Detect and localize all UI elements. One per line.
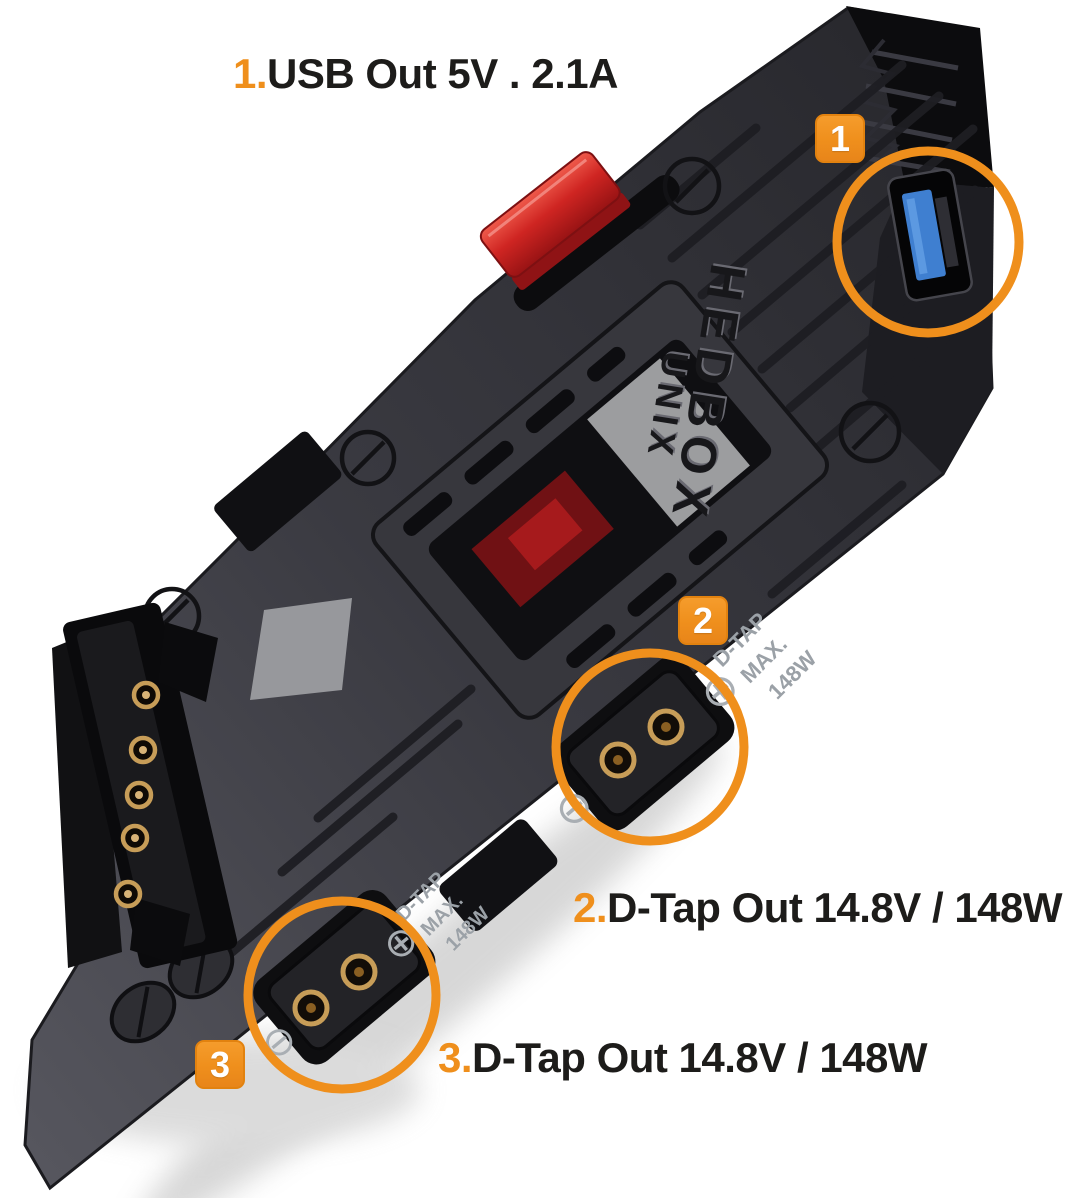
callout-text-usb: 1.USB Out 5V . 2.1A — [233, 50, 618, 97]
highlight-ring-usb — [832, 146, 1024, 338]
plate-window — [250, 598, 352, 700]
callout-number: 2. — [573, 884, 608, 931]
callout-number: 3. — [438, 1034, 473, 1081]
battery-plate-device: HEDBOX HEDBOX UNIX UNIX — [23, 6, 994, 1191]
callout-number: 1. — [233, 50, 268, 97]
callout-label: D-Tap Out 14.8V / 148W — [607, 884, 1063, 931]
callout-badge-1: 1 — [815, 114, 865, 163]
callout-badge-3: 3 — [195, 1040, 245, 1089]
callout-text-dtap-3: 3.D-Tap Out 14.8V / 148W — [438, 1034, 928, 1081]
highlight-rings — [243, 146, 1024, 1094]
highlight-ring-dtap-3 — [243, 896, 441, 1094]
edge-tab — [214, 431, 342, 552]
screw-icons — [142, 156, 902, 646]
release-lever — [479, 151, 680, 311]
highlight-ring-dtap-2 — [551, 648, 749, 846]
v-mount-wedge — [370, 280, 830, 720]
callout-label: USB Out 5V . 2.1A — [267, 50, 618, 97]
callout-label: D-Tap Out 14.8V / 148W — [472, 1034, 928, 1081]
usb-port — [887, 168, 973, 302]
battery-connector — [52, 602, 238, 969]
callout-badge-2: 2 — [678, 596, 728, 645]
edge-block — [439, 819, 558, 931]
callout-text-dtap-2: 2.D-Tap Out 14.8V / 148W — [573, 884, 1063, 931]
connector-pins — [113, 680, 161, 909]
